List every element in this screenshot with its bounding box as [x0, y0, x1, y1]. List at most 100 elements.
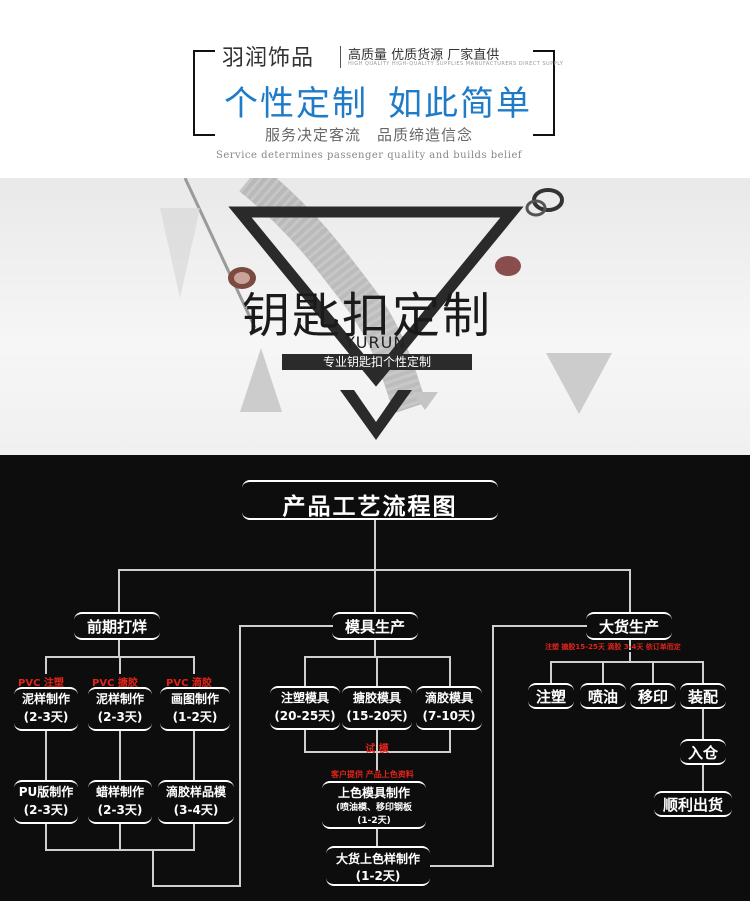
- braided-cord-texture: [239, 178, 427, 414]
- down-chevron-icon: [340, 390, 412, 440]
- mold-2-box: [342, 686, 412, 730]
- line-to-mold: [374, 569, 376, 613]
- mass-step-3: 移印: [637, 688, 668, 706]
- line-sample-right: [430, 865, 493, 867]
- line-pre-route-to-mold: [239, 625, 333, 627]
- mold-1-box: [270, 686, 340, 730]
- line-pre-c3: [193, 656, 195, 674]
- warehouse-box: [680, 739, 726, 765]
- line-mass-c4: [702, 661, 704, 683]
- pre-col2-b-days: (2-3天): [97, 803, 143, 817]
- mass-step-1: 注塑: [535, 688, 566, 706]
- line-pre-c1: [45, 656, 47, 674]
- line-mold-1-down: [304, 730, 306, 752]
- color-mold-name: 上色模具制作: [337, 786, 410, 800]
- mass-step-4: 装配: [687, 688, 718, 706]
- mold-3-box: [416, 686, 482, 730]
- line-pre-down: [118, 640, 120, 656]
- line-mold-c2: [376, 656, 378, 686]
- pre-col3-a-name: 画图制作: [170, 692, 219, 706]
- stage-mold: 模具生产: [344, 618, 405, 636]
- line-pre-c1-mid: [45, 731, 47, 781]
- line-trial-down: [376, 753, 378, 771]
- pre-col2-tag: PVC 搪胶: [92, 678, 138, 689]
- pre-col1-tag: PVC 注塑: [18, 678, 64, 689]
- keyring-clip-icon: [525, 199, 547, 217]
- brand-divider: [340, 46, 341, 68]
- line-mass-down: [629, 640, 631, 650]
- line-pre-b1-down: [45, 824, 47, 850]
- line-pre-c3-mid: [193, 731, 195, 781]
- outlined-triangle: [228, 206, 524, 387]
- bead-right: [495, 256, 521, 276]
- line-mold-3-down: [449, 730, 451, 752]
- pre-col3-tag: PVC 滴胶: [166, 678, 212, 689]
- line-pre-b2-down: [119, 824, 121, 850]
- line-mold-c3: [449, 656, 451, 686]
- line-mold-down: [374, 640, 376, 656]
- small-triangle: [412, 392, 438, 410]
- line-warehouse-down: [702, 765, 704, 791]
- line-sample-up: [492, 625, 494, 867]
- stage-pre: 前期打烊: [86, 618, 147, 636]
- mass-step-2: 喷油: [587, 688, 618, 706]
- subslogan-english: Service determines passenger quality and…: [216, 150, 523, 161]
- pre-col3-b-name: 滴胶样品模: [165, 785, 226, 799]
- line-mold-2-down: [376, 730, 378, 752]
- line-mass-c1: [550, 661, 552, 683]
- slogan-left: 个性定制: [224, 84, 368, 124]
- line-mass-c3: [652, 661, 654, 683]
- line-color-down: [376, 829, 378, 847]
- pre-col2-a-days: (2-3天): [97, 710, 143, 724]
- mold-2-days: (15-20天): [346, 709, 408, 723]
- mold-3-days: (7-10天): [422, 709, 476, 723]
- mass-step-4-box: [680, 683, 726, 709]
- line-pre-merge: [45, 849, 195, 851]
- ship: 顺利出货: [662, 796, 723, 814]
- color-mold-box: [322, 781, 426, 829]
- banner-graphics: [160, 178, 612, 440]
- stage-mass: 大货生产: [598, 618, 659, 636]
- line-pre-c2-mid: [119, 731, 121, 781]
- line-mass-down2: [629, 652, 631, 662]
- brand-tagline-small: HIGH QUALITY HIGH-QUALITY SUPPLIES MANUF…: [348, 61, 564, 67]
- mass-step-2-box: [580, 683, 626, 709]
- mold-3-name: 滴胶模具: [424, 691, 473, 705]
- pre-col3-b-days: (3-4天): [173, 803, 219, 817]
- pre-col1-a-name: 泥样制作: [21, 692, 70, 706]
- mold-1-name: 注塑模具: [280, 691, 329, 705]
- pre-col2-a-box: [88, 687, 152, 731]
- title-bracket: [242, 480, 498, 520]
- pre-col1-a-box: [14, 687, 78, 731]
- line-pre-route-up: [239, 625, 241, 887]
- pre-col3-a-days: (1-2天): [172, 710, 218, 724]
- light-triangle-left: [160, 208, 200, 298]
- flowchart-title: 产品工艺流程图: [282, 494, 458, 520]
- line-pre-route-down: [152, 849, 154, 885]
- line-mass-c2: [602, 661, 604, 683]
- line-assembly-down: [702, 709, 704, 739]
- keychain-subtitle: YURUN: [345, 333, 407, 352]
- mass-sample-name: 大货上色样制作: [335, 852, 420, 866]
- color-note: 客户提供 产品上色资料: [331, 770, 414, 779]
- bottom-triangle-left: [240, 348, 282, 412]
- mold-2-name: 搪胶模具: [352, 691, 401, 705]
- pre-col1-b-name: PU版制作: [18, 785, 74, 799]
- mass-step-1-box: [528, 683, 574, 709]
- line-sample-to-mass: [492, 625, 587, 627]
- pre-col2-b-box: [88, 780, 152, 824]
- mass-note: 注塑 搪胶15-25天 滴胶 3-4天 依订单而定: [545, 643, 681, 651]
- pre-col1-a-days: (2-3天): [23, 710, 69, 724]
- mass-sample-days: (1-2天): [355, 869, 401, 883]
- left-bracket: [193, 50, 215, 136]
- stage-mass-bracket: [586, 612, 672, 640]
- warehouse: 入仓: [687, 744, 718, 762]
- pre-col3-a-box: [160, 687, 230, 731]
- line-pre-route-right: [152, 885, 240, 887]
- process-flowchart: 产品工艺流程图 前期打烊 模具生产 大货生产 PVC 注塑 泥样制作 (2-3天…: [0, 455, 750, 901]
- bottom-triangle-right: [546, 353, 612, 414]
- brand-tagline: 高质量 优质货源 厂家直供: [348, 48, 500, 63]
- color-mold-detail: (喷油模、移印钢板: [335, 803, 413, 813]
- pre-col1-b-box: [14, 780, 78, 824]
- ship-box: [654, 791, 732, 817]
